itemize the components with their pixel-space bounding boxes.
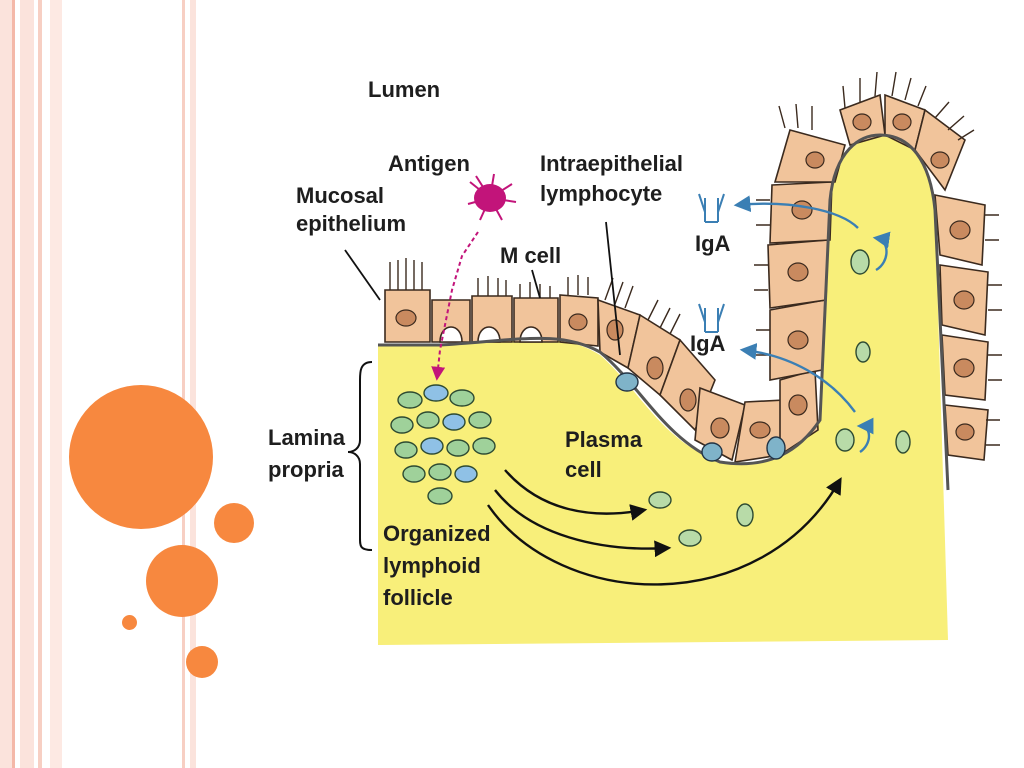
decor-stripe [182,0,185,768]
decor-circle [69,385,213,529]
decor-stripe [20,0,34,768]
lymphoid-follicle [390,384,496,505]
label-leaders [344,221,621,356]
microvilli [389,71,1002,446]
intraepithelial-lymphocytes [615,372,786,462]
label-antigen: Antigen [388,151,470,176]
label-lamina-line2: propria [268,457,344,482]
label-plasma-line1: Plasma [565,427,643,452]
label-mucosal-line2: epithelium [296,211,407,236]
lamina-propria-region [378,135,948,645]
iga-secretion-arrows [733,195,891,453]
migration-arrows [487,469,842,586]
decor-stripe [12,0,15,768]
label-iga-upper: IgA [695,231,731,256]
label-plasma-line2: cell [565,457,602,482]
nuclei [395,113,975,441]
label-follicle-line1: Organized [383,521,491,546]
decor-stripe [190,0,196,768]
decor-circle [214,503,254,543]
label-lumen: Lumen [368,77,441,102]
decor-circle [122,615,137,630]
m-cells [439,326,543,343]
label-follicle-line3: follicle [383,585,453,610]
iga-antibody-upper [698,193,725,223]
decor-circle [186,646,218,678]
label-lamina-line1: Lamina [268,425,346,450]
label-m-cell: M cell [500,243,562,268]
lamina-propria-bracket [347,361,373,551]
label-intraepithelial-line1: Intraepithelial [540,151,684,176]
decor-stripe [0,0,12,768]
antigen [431,173,517,381]
basement-membrane [378,133,950,491]
decor-stripe [50,0,62,768]
decor-circle [146,545,218,617]
iga-antibody-lower [698,303,725,333]
label-iga-lower: IgA [690,331,726,356]
left-decor-panel [0,0,196,768]
decor-stripe [38,0,42,768]
plasma-cells [648,249,911,547]
label-intraepithelial-line2: lymphocyte [540,181,663,206]
label-mucosal-line1: Mucosal [296,183,385,208]
label-follicle-line2: lymphoid [383,553,481,578]
